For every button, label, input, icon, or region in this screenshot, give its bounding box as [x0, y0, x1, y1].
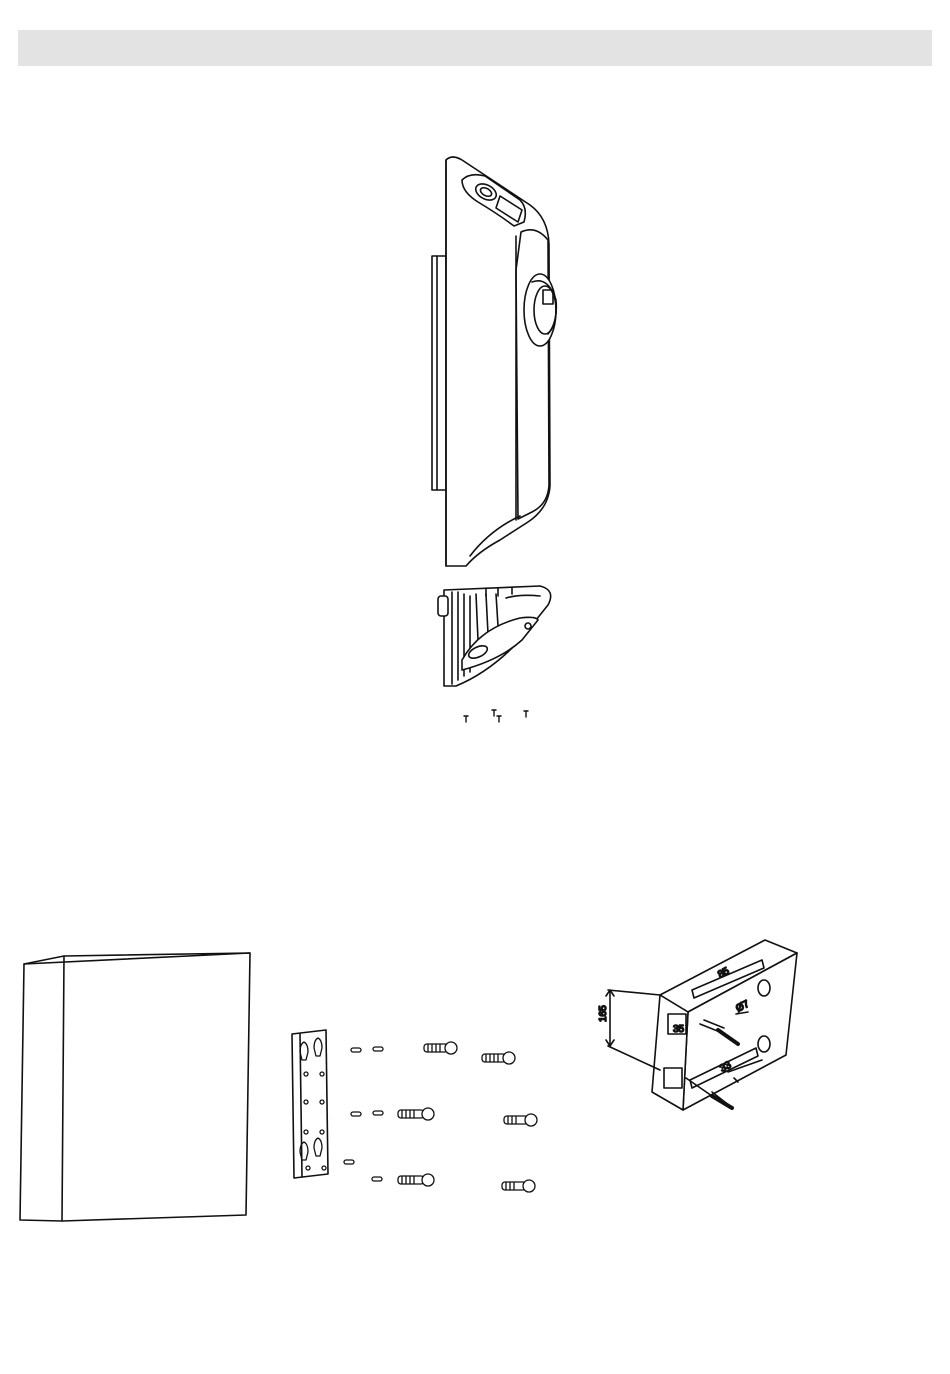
- bottom-cover-icon: [438, 586, 551, 686]
- wall-drilling-diagram-icon: 85 165 35 33 Ø7: [598, 940, 797, 1110]
- screw-icon: [464, 710, 528, 722]
- dimension-height-label: 165: [598, 1005, 609, 1022]
- mounting-template-board-icon: [20, 953, 250, 1221]
- wallbox-charger-icon: [432, 157, 556, 566]
- dimension-offset-label: 35: [673, 1024, 685, 1035]
- wall-anchor-icon: [344, 1042, 537, 1192]
- mounting-bracket-icon: [292, 1030, 328, 1178]
